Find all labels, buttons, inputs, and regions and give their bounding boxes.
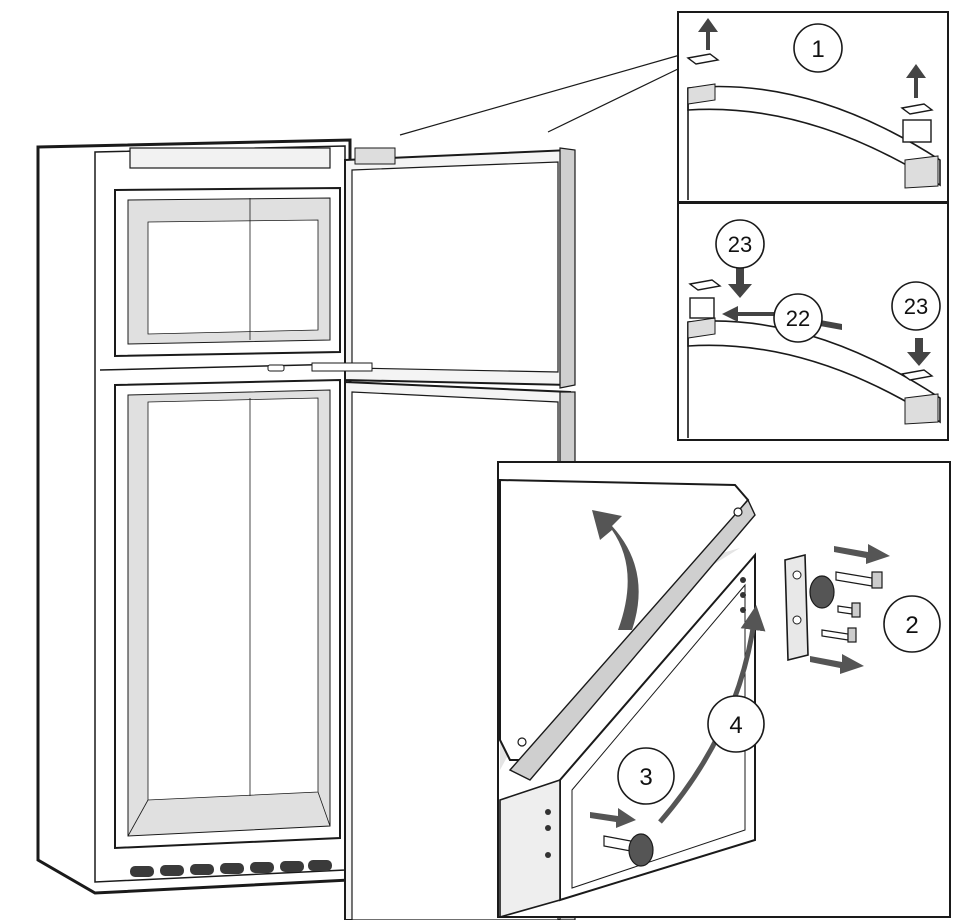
callout-23b-circle [891, 281, 941, 331]
cover-cap-icon [686, 53, 720, 65]
hinge-bracket [784, 553, 835, 662]
cover-block-icon [902, 119, 932, 143]
door-screw [603, 833, 654, 867]
callout-22-circle [773, 293, 823, 343]
arrow-up-icon [906, 64, 926, 98]
callout-3-label: 3 [639, 764, 652, 791]
arrow-tail-icon [820, 320, 842, 330]
callout-4-circle [707, 695, 765, 753]
cover-block-icon [689, 297, 715, 319]
arrow-right-icon [834, 544, 890, 564]
callout-2-label: 2 [905, 612, 918, 639]
detail-panel-fit-covers: 23 22 23 [677, 202, 949, 441]
arrow-down-icon [728, 268, 752, 298]
callout-2-circle [883, 595, 941, 653]
arrow-right-icon [590, 808, 636, 828]
callout-1-circle [793, 23, 843, 73]
callout-23a-label: 23 [728, 232, 752, 257]
arrow-up-icon [698, 18, 718, 50]
callout-3-circle [617, 747, 675, 805]
detail-panel-hinge: 2 4 3 [497, 461, 951, 919]
callout-23b-label: 23 [904, 294, 928, 319]
callout-4-label: 4 [729, 712, 742, 739]
detail-panel-remove-covers: 1 [677, 11, 949, 203]
divider-strip [99, 363, 346, 372]
freezer-compartment [114, 186, 341, 358]
callout-22-label: 22 [786, 306, 810, 331]
bottom-vent-grille [130, 860, 332, 877]
cover-cap-icon [900, 103, 934, 115]
callout-23a-circle [715, 219, 765, 269]
lift-arrow-icon [592, 510, 639, 630]
callout-1-label: 1 [811, 36, 824, 63]
arrow-left-icon [722, 306, 775, 322]
cover-cap-icon [900, 369, 934, 381]
arrow-right-icon [810, 654, 864, 674]
hinge-screws [821, 571, 883, 643]
fridge-compartment [114, 378, 341, 850]
freezer-door-open [344, 147, 576, 389]
cover-cap-icon [688, 279, 722, 291]
hinge-knob-icon [809, 575, 835, 609]
arrow-down-icon [907, 338, 931, 366]
leader-lines [399, 54, 681, 136]
